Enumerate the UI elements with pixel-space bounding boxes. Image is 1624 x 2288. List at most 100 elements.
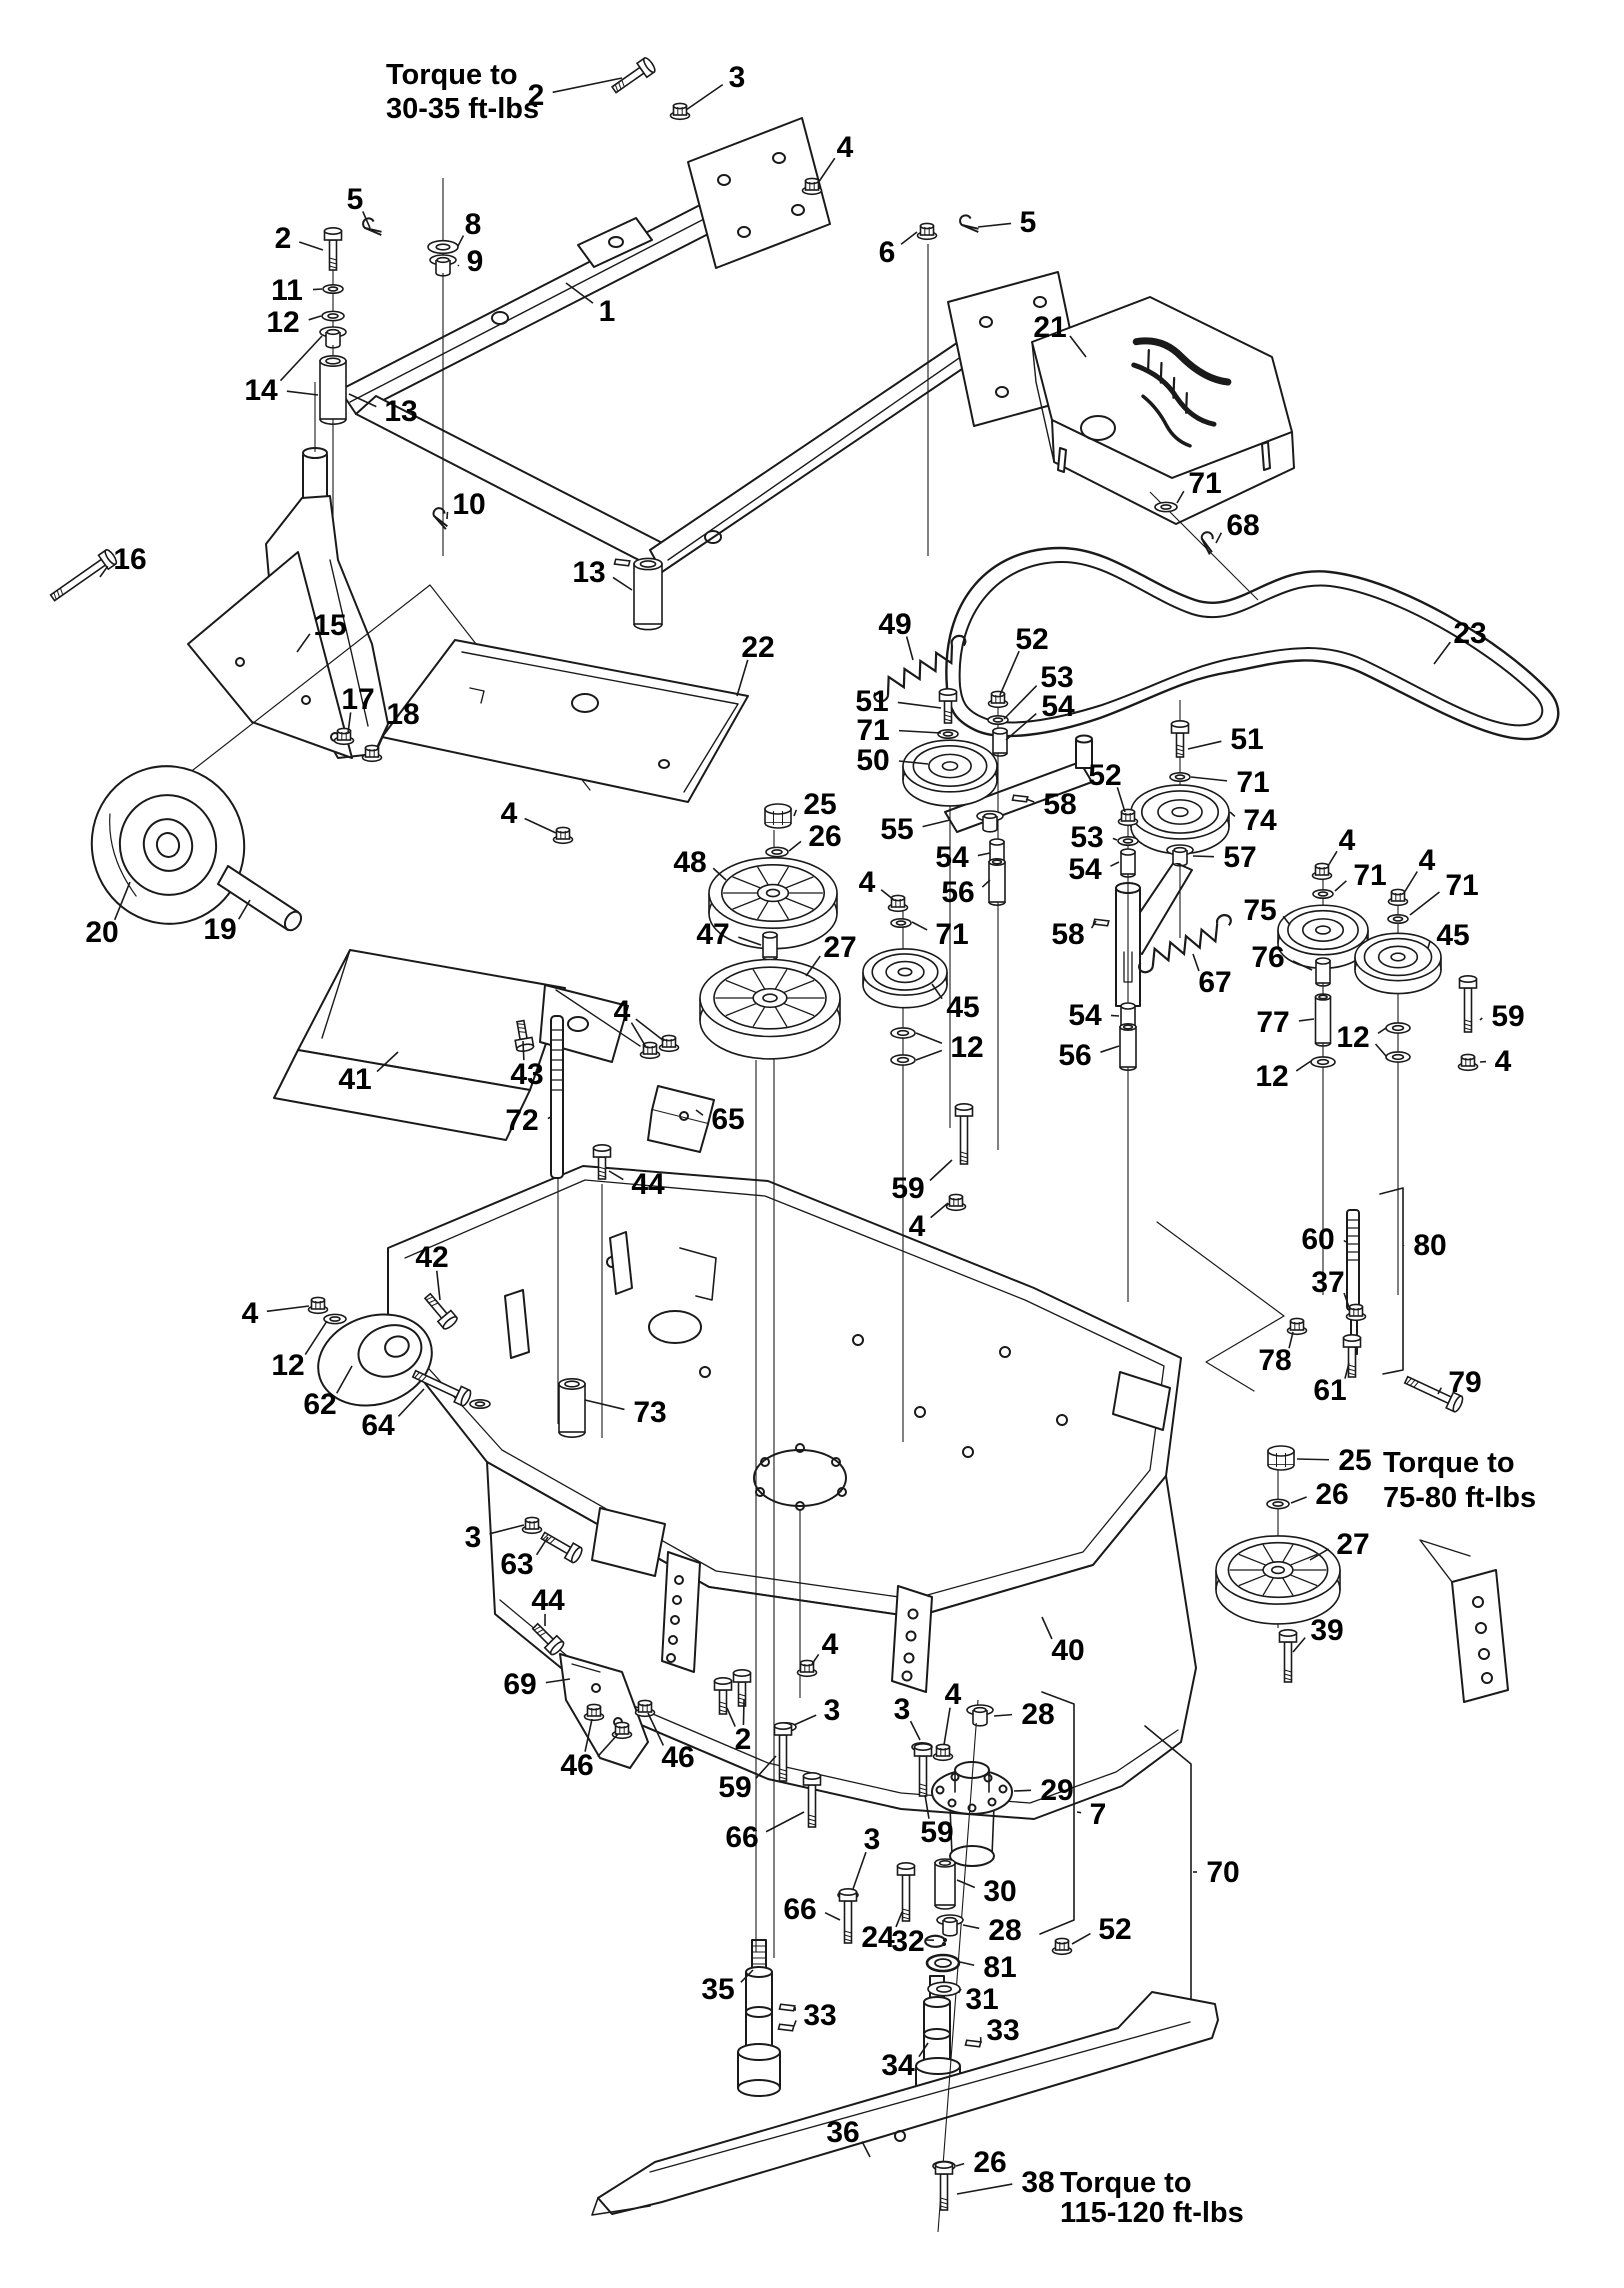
leader-line bbox=[1292, 1637, 1306, 1653]
part-number-label: 25 bbox=[803, 788, 836, 821]
spoked-pulley-part-27 bbox=[699, 958, 841, 1060]
part-number-label: 74 bbox=[1243, 804, 1277, 837]
pin-part-58 bbox=[1092, 918, 1110, 927]
washer-part-8 bbox=[427, 239, 459, 255]
leader-line bbox=[898, 729, 942, 734]
part-number-label: 52 bbox=[1098, 1913, 1131, 1946]
tube-part-13 bbox=[633, 557, 663, 631]
part-callout-36: 36 bbox=[826, 2116, 871, 2158]
part-number-label: 4 bbox=[909, 1210, 926, 1243]
leader-line bbox=[1229, 811, 1236, 817]
part-number-label: 13 bbox=[572, 556, 605, 589]
part-number-label: 16 bbox=[113, 543, 146, 576]
part-callout-33: 33 bbox=[793, 1999, 837, 2032]
leader-line bbox=[457, 264, 460, 267]
part-callout-70: 70 bbox=[1193, 1856, 1240, 1889]
part-number-label: 67 bbox=[1198, 966, 1231, 999]
part-number-label: 4 bbox=[242, 1297, 259, 1330]
idler-arm-right bbox=[1115, 861, 1193, 1007]
leader-line bbox=[1069, 335, 1087, 358]
part-callout-59: 59 bbox=[920, 1794, 954, 1849]
skid-plate bbox=[559, 1653, 649, 1769]
part-callout-51: 51 bbox=[1187, 723, 1264, 756]
part-number-label: 26 bbox=[808, 820, 841, 853]
part-number-label: 4 bbox=[945, 1678, 962, 1711]
leader-line bbox=[299, 241, 324, 251]
part-number-label: 60 bbox=[1301, 1223, 1334, 1256]
leader-line bbox=[1344, 1362, 1350, 1379]
bolt-part-44 bbox=[592, 1143, 612, 1180]
leader-line bbox=[545, 1678, 571, 1684]
part-callout-58: 58 bbox=[1051, 918, 1097, 951]
part-callout-71: 71 bbox=[1176, 467, 1222, 504]
part-number-label: 71 bbox=[1188, 467, 1221, 500]
part-number-label: 30 bbox=[983, 1875, 1016, 1908]
part-callout-71: 71 bbox=[911, 918, 969, 951]
part-callout-4: 4 bbox=[614, 995, 665, 1048]
washer-part-53 bbox=[1117, 836, 1139, 846]
washer-part-12 bbox=[1310, 1056, 1336, 1068]
part-callout-4: 4 bbox=[242, 1297, 310, 1330]
pointer-wedge bbox=[1156, 1221, 1285, 1392]
part-number-label: 59 bbox=[920, 1816, 953, 1849]
leader-line bbox=[1343, 1239, 1347, 1243]
part-callout-71: 71 bbox=[1334, 859, 1387, 892]
leader-line bbox=[793, 809, 798, 817]
leader-line bbox=[1076, 1811, 1082, 1814]
drive-belt bbox=[945, 546, 1560, 741]
leader-line bbox=[1437, 1387, 1442, 1395]
leader-line bbox=[296, 633, 311, 653]
part-callout-49: 49 bbox=[878, 608, 914, 661]
nut-part-3 bbox=[669, 102, 691, 121]
part-number-label: 41 bbox=[338, 1063, 371, 1096]
leader-line bbox=[597, 1733, 619, 1758]
part-callout-22: 22 bbox=[736, 631, 775, 697]
part-number-label: 44 bbox=[631, 1168, 665, 1201]
lift-rod-72 bbox=[550, 1015, 564, 1179]
torque-note-right-line-1: Torque to bbox=[1383, 1447, 1515, 1479]
part-callout-13: 13 bbox=[572, 556, 633, 591]
washer-part-31 bbox=[927, 1981, 961, 1997]
part-callout-44: 44 bbox=[608, 1168, 665, 1201]
part-callout-66: 66 bbox=[725, 1811, 805, 1854]
part-number-label: 46 bbox=[560, 1749, 593, 1782]
part-callout-54: 54 bbox=[1068, 999, 1120, 1032]
part-callout-12: 12 bbox=[266, 306, 322, 339]
part-callout-3: 3 bbox=[685, 61, 745, 111]
part-number-label: 37 bbox=[1311, 1266, 1344, 1299]
part-callout-19: 19 bbox=[203, 899, 251, 946]
part-callout-16: 16 bbox=[99, 543, 147, 578]
bolt-part-63 bbox=[540, 1531, 583, 1564]
part-number-label: 54 bbox=[1068, 853, 1102, 886]
part-number-label: 28 bbox=[1021, 1698, 1054, 1731]
leader-line bbox=[1296, 1458, 1330, 1461]
pin-part-13 bbox=[613, 558, 631, 567]
part-number-label: 15 bbox=[313, 609, 346, 642]
leader-line bbox=[1090, 920, 1097, 929]
part-callout-40: 40 bbox=[1041, 1616, 1085, 1667]
part-number-label: 4 bbox=[501, 797, 518, 830]
blade-spindle-left bbox=[737, 1939, 781, 2097]
leader-line bbox=[765, 1811, 805, 1833]
torque-note-top-line-2: 30-35 ft-lbs bbox=[386, 93, 539, 125]
leader-line bbox=[535, 1536, 549, 1556]
part-callout-73: 73 bbox=[584, 1396, 667, 1429]
spacer-part-54 bbox=[992, 727, 1008, 757]
part-number-label: 76 bbox=[1251, 941, 1284, 974]
bolt-part-16 bbox=[49, 548, 118, 602]
bolt-part-43 bbox=[514, 1019, 535, 1053]
part-number-label: 35 bbox=[701, 1973, 734, 2006]
bolt-part-2 bbox=[610, 57, 656, 94]
part-callout-11: 11 bbox=[271, 274, 323, 307]
discharge-chute bbox=[273, 949, 641, 1141]
leader-line bbox=[1192, 855, 1215, 858]
part-callout-21: 21 bbox=[1033, 311, 1087, 358]
part-callout-4: 4 bbox=[1327, 824, 1356, 867]
part-callout-3: 3 bbox=[894, 1693, 921, 1741]
leader-line bbox=[1190, 776, 1228, 782]
part-number-label: 33 bbox=[803, 1999, 836, 2032]
part-callout-48: 48 bbox=[673, 846, 727, 881]
part-callout-4: 4 bbox=[943, 1678, 962, 1746]
leader-line bbox=[900, 231, 918, 245]
